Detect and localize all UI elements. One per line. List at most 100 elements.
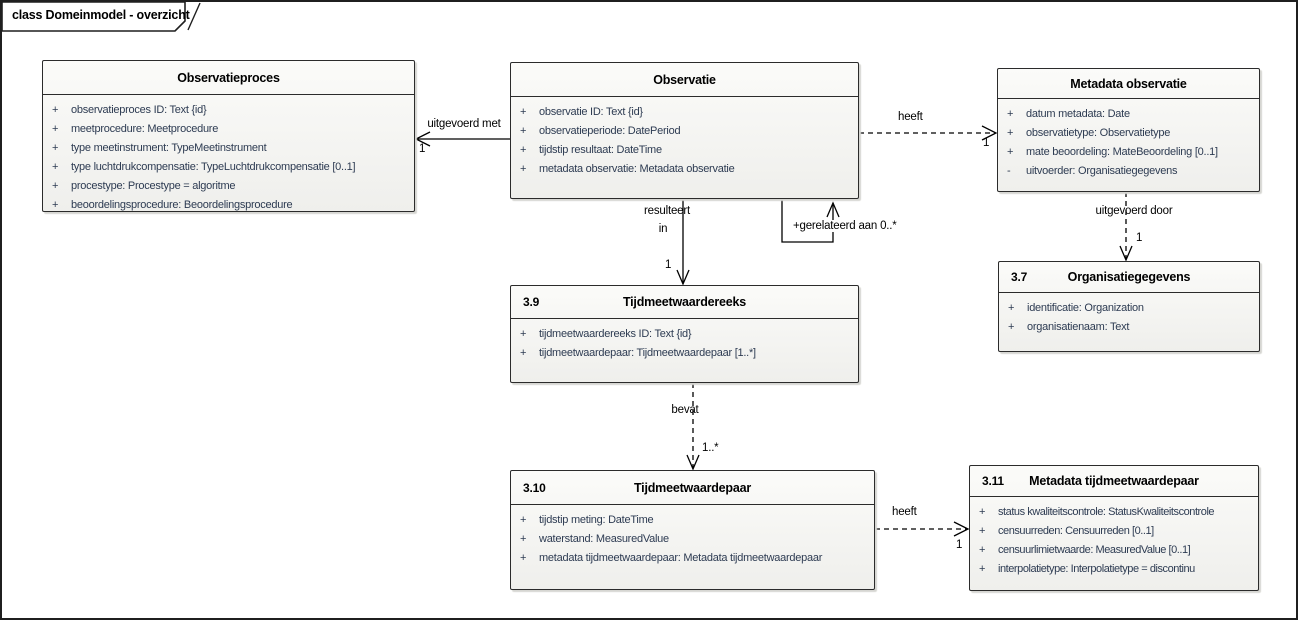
- attribute-text: type luchtdrukcompensatie: TypeLuchtdruk…: [71, 161, 356, 173]
- class-number: 3.11: [982, 474, 1004, 488]
- visibility-marker: +: [52, 104, 59, 116]
- attribute-row: +tijdmeetwaardereeks ID: Text {id}: [511, 325, 858, 344]
- connector-label-gerelateerd-aan: +gerelateerd aan 0..*: [791, 220, 899, 232]
- attribute-text: organisatienaam: Text: [1027, 321, 1130, 333]
- attribute-row: + type luchtdrukcompensatie: TypeLuchtdru…: [43, 158, 414, 177]
- visibility-marker: +: [1007, 108, 1014, 120]
- attribute-row: +waterstand: MeasuredValue: [511, 530, 874, 549]
- attribute-row: + observatieperiode: DatePeriod: [511, 122, 858, 141]
- class-box-observatie[interactable]: Observatie + observatie ID: Text {id} + ob…: [510, 62, 859, 199]
- multiplicity-label: 1: [665, 259, 672, 271]
- attribute-row: + interpolatietype: Interpolatietype = di…: [970, 560, 1258, 579]
- visibility-marker: +: [1008, 302, 1015, 314]
- attribute-text: tijdmeetwaardepaar: Tijdmeetwaardepaar […: [539, 347, 756, 359]
- attribute-row: +censuurreden: Censuurreden [0..1]: [970, 522, 1258, 541]
- class-header: 3.9 Tijdmeetwaardereeks: [511, 286, 858, 319]
- visibility-marker: +: [52, 123, 59, 135]
- attribute-text: mate beoordeling: MateBeoordeling [0..1]: [1026, 146, 1218, 158]
- class-box-tijdmeetwaardereeks[interactable]: 3.9 Tijdmeetwaardereeks +tijdmeetwaarder…: [510, 285, 859, 383]
- class-box-organisatiegegevens[interactable]: 3.7 Organisatiegegevens + identificatie: …: [998, 261, 1260, 352]
- class-header: Observatie: [511, 63, 858, 97]
- visibility-marker: +: [520, 552, 527, 564]
- attribute-text: metadata observatie: Metadata observatie: [539, 163, 735, 175]
- attribute-row: + observatie ID: Text {id}: [511, 103, 858, 122]
- attribute-text: status kwaliteitscontrole: StatusKwalite…: [998, 506, 1215, 518]
- visibility-marker: +: [520, 106, 527, 118]
- visibility-marker: +: [520, 533, 527, 545]
- visibility-marker: +: [979, 544, 985, 556]
- connector-uitgevoerd-door-arrow: [1119, 245, 1133, 262]
- class-number: 3.10: [523, 480, 546, 495]
- visibility-marker: +: [520, 514, 527, 526]
- class-header: 3.10 Tijdmeetwaardepaar: [511, 471, 874, 505]
- visibility-marker: +: [520, 163, 527, 175]
- attribute-compartment: +tijdmeetwaardereeks ID: Text {id} + tijd…: [511, 319, 858, 363]
- class-title: Organisatiegegevens: [1067, 270, 1191, 284]
- attribute-row: + datum metadata: Date: [998, 105, 1259, 124]
- visibility-marker: +: [979, 506, 985, 518]
- attribute-row: + censuurlimietwaarde: MeasuredValue [0..…: [970, 541, 1258, 560]
- class-title: Tijdmeetwaardepaar: [633, 480, 752, 495]
- visibility-marker: +: [520, 125, 527, 137]
- attribute-row: +metadata tijdmeetwaardepaar: Metadata t…: [511, 549, 874, 568]
- attribute-row: + tijdstip resultaat: DateTime: [511, 141, 858, 160]
- class-box-observatieproces[interactable]: Observatieproces +observatieproces ID: T…: [42, 60, 415, 212]
- connector-bevat-arrow: [686, 454, 700, 471]
- attribute-compartment: +observatieproces ID: Text {id} +meetpro…: [43, 95, 414, 215]
- attribute-text: identificatie: Organization: [1027, 302, 1144, 314]
- class-box-tijdmeetwaardepaar[interactable]: 3.10 Tijdmeetwaardepaar +tijdstip meting…: [510, 470, 875, 590]
- attribute-text: beoordelingsprocedure: Beoordelingsproce…: [71, 199, 293, 211]
- attribute-compartment: + identificatie: Organization + organisati…: [999, 293, 1259, 337]
- attribute-text: type meetinstrument: TypeMeetinstrument: [71, 142, 267, 154]
- connector-label-uitgevoerd-met: uitgevoerd met: [427, 118, 501, 130]
- attribute-text: observatie ID: Text {id}: [539, 106, 643, 118]
- class-number: 3.7: [1011, 270, 1028, 284]
- attribute-compartment: +tijdstip meting: DateTime +waterstand: …: [511, 505, 874, 568]
- visibility-marker: +: [1007, 127, 1014, 139]
- multiplicity-label: 1: [956, 539, 963, 551]
- class-title: Observatie: [653, 72, 716, 87]
- class-number: 3.9: [523, 295, 540, 309]
- visibility-marker: +: [52, 180, 59, 192]
- connector-label-bevat: bevat: [671, 404, 699, 416]
- class-header: Metadata observatie: [998, 69, 1259, 99]
- visibility-marker: -: [1007, 165, 1011, 177]
- class-header: Observatieproces: [43, 61, 414, 95]
- connector-label-in: in: [658, 223, 668, 235]
- connector-label-resulteert: resulteert: [644, 205, 690, 217]
- attribute-row: +observatieproces ID: Text {id}: [43, 101, 414, 120]
- attribute-row: + tijdmeetwaardepaar: Tijdmeetwaardepaar …: [511, 344, 858, 363]
- attribute-row: +observatietype: Observatietype: [998, 124, 1259, 143]
- class-header: 3.7 Organisatiegegevens: [999, 262, 1259, 293]
- visibility-marker: +: [52, 161, 59, 173]
- connector-gerelateerd-aan-arrow: [826, 201, 840, 218]
- visibility-marker: +: [520, 347, 527, 359]
- attribute-compartment: + datum metadata: Date +observatietype: O…: [998, 99, 1259, 181]
- visibility-marker: +: [520, 144, 527, 156]
- attribute-text: datum metadata: Date: [1026, 108, 1130, 120]
- class-title: Metadata tijdmeetwaardepaar: [1029, 474, 1199, 488]
- visibility-marker: +: [52, 199, 59, 211]
- attribute-text: interpolatietype: Interpolatietype = dis…: [998, 563, 1195, 575]
- class-title: Tijdmeetwaardereeks: [622, 295, 747, 309]
- connector-label-uitgevoerd-door: uitgevoerd door: [1095, 205, 1173, 217]
- class-box-metadata-observatie[interactable]: Metadata observatie + datum metadata: Dat…: [997, 68, 1260, 192]
- class-title: Metadata observatie: [1070, 76, 1187, 91]
- attribute-row: + status kwaliteitscontrole: StatusKwalit…: [970, 503, 1258, 522]
- class-title: Observatieproces: [177, 70, 280, 85]
- attribute-compartment: + observatie ID: Text {id} + observatieper…: [511, 97, 858, 179]
- visibility-marker: +: [1007, 146, 1014, 158]
- visibility-marker: +: [1008, 321, 1015, 333]
- attribute-row: + identificatie: Organization: [999, 299, 1259, 318]
- visibility-marker: +: [979, 563, 985, 575]
- connector-label-heeft: heeft: [898, 111, 923, 123]
- attribute-compartment: + status kwaliteitscontrole: StatusKwalit…: [970, 497, 1258, 579]
- attribute-text: censuurlimietwaarde: MeasuredValue [0..1…: [998, 544, 1191, 556]
- multiplicity-label: 1..*: [702, 442, 719, 454]
- attribute-row: +meetprocedure: Meetprocedure: [43, 120, 414, 139]
- attribute-text: observatieperiode: DatePeriod: [539, 125, 681, 137]
- attribute-text: tijdstip resultaat: DateTime: [539, 144, 662, 156]
- class-box-metadata-tijdmeetwaardepaar[interactable]: 3.11 Metadata tijdmeetwaardepaar + status…: [969, 465, 1259, 591]
- multiplicity-label: 1: [983, 137, 990, 149]
- attribute-row: + beoordelingsprocedure: Beoordelingsproc…: [43, 196, 414, 215]
